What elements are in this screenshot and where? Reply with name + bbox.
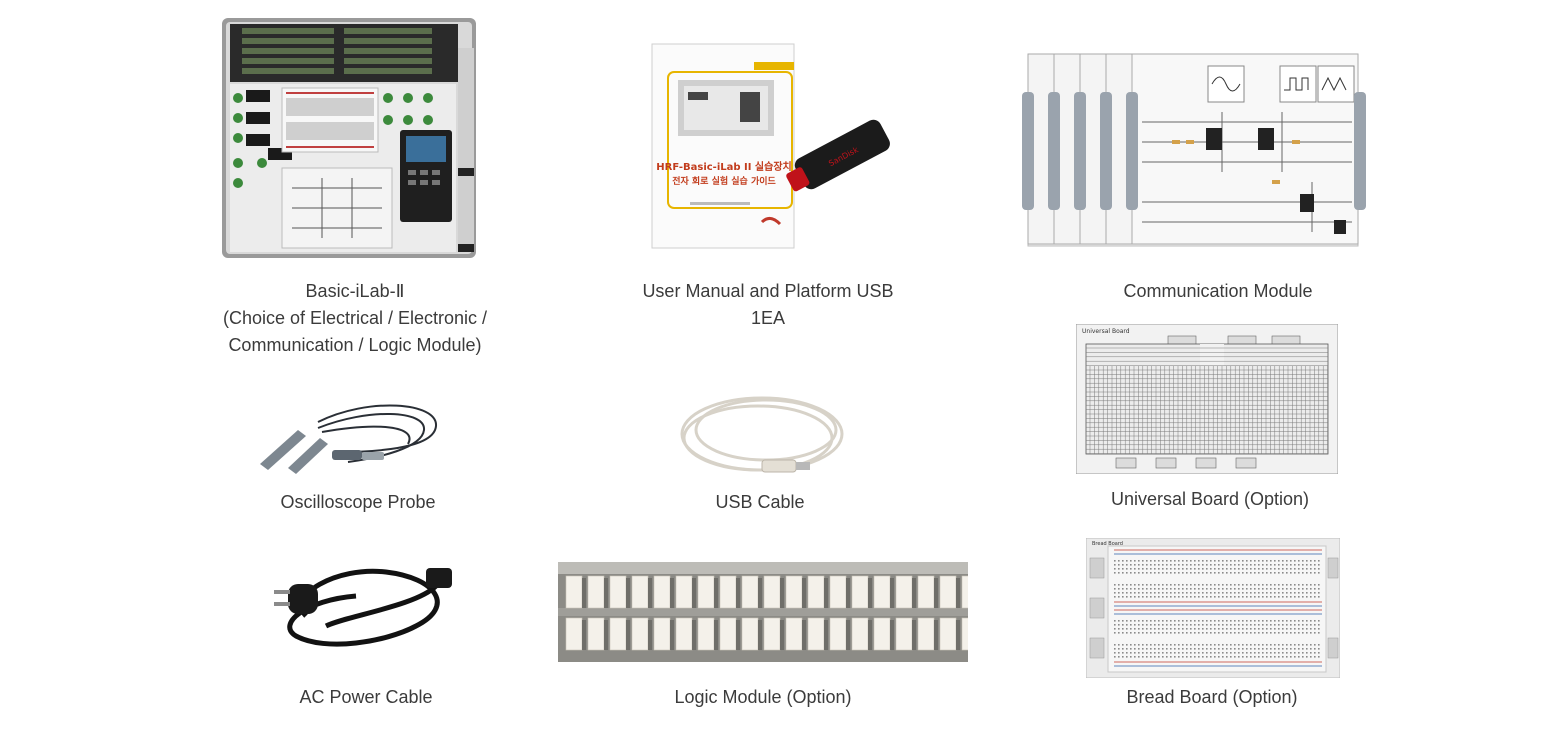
communication-module-caption: Communication Module <box>1058 278 1378 305</box>
caption-line: Universal Board (Option) <box>1110 489 1310 509</box>
caption-line: User Manual and Platform USB <box>642 281 894 301</box>
logic-module-caption: Logic Module (Option) <box>608 684 918 711</box>
universal-board-image: Universal Board <box>1076 324 1338 474</box>
caption-line: Communication / Logic Module) <box>228 335 482 355</box>
caption-line: (Choice of Electrical / Electronic / <box>222 308 488 328</box>
bread-board-label: Bread Board <box>1092 541 1123 547</box>
manual-title: HRF-Basic-iLab II 실습장치 <box>656 160 791 173</box>
universal-board-label: Universal Board <box>1082 328 1130 335</box>
ac-power-cable-caption: AC Power Cable <box>226 684 506 711</box>
bread-board-image: Bread Board <box>1086 538 1340 678</box>
caption-line: Basic-iLab-Ⅱ <box>305 281 405 301</box>
caption-line: AC Power Cable <box>299 687 433 707</box>
usb-cable-caption: USB Cable <box>640 489 880 516</box>
caption-line: Oscilloscope Probe <box>280 492 436 512</box>
manual-usb-caption: User Manual and Platform USB 1EA <box>620 278 916 332</box>
caption-line: Communication Module <box>1123 281 1313 301</box>
logic-module-image <box>558 562 968 662</box>
bread-board-caption: Bread Board (Option) <box>1052 684 1372 711</box>
universal-board-caption: Universal Board (Option) <box>1050 486 1370 513</box>
caption-line: USB Cable <box>715 492 805 512</box>
manual-subtitle: 전자 회로 실험 실습 가이드 <box>672 175 776 187</box>
ac-power-cable-image <box>266 556 458 660</box>
communication-module-image <box>1022 52 1374 248</box>
caption-line: Bread Board (Option) <box>1126 687 1298 707</box>
usb-cable-image <box>676 390 848 480</box>
caption-line: Logic Module (Option) <box>674 687 852 707</box>
oscilloscope-probe-image <box>258 392 442 474</box>
caption-line: 1EA <box>750 308 786 328</box>
oscilloscope-probe-caption: Oscilloscope Probe <box>218 489 498 516</box>
basic-ilab-image <box>222 18 476 258</box>
basic-ilab-caption: Basic-iLab-Ⅱ (Choice of Electrical / Ele… <box>205 278 505 359</box>
manual-usb-image: HRF-Basic-iLab II 실습장치 전자 회로 실험 실습 가이드 S… <box>650 42 890 252</box>
